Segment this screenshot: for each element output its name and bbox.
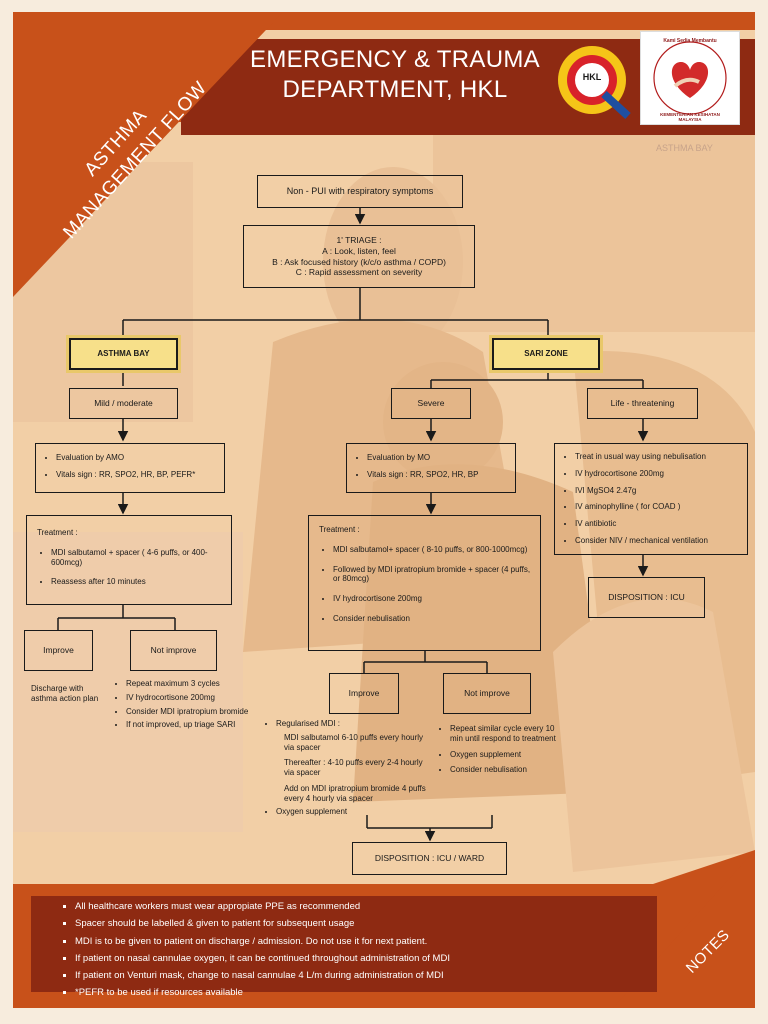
- list-item: Add on MDI ipratropium bromide 4 puffs e…: [284, 783, 426, 803]
- triage-title: 1' TRIAGE :: [336, 235, 382, 246]
- list-item: Treat in usual way using nebulisation: [575, 452, 741, 462]
- evaluation-mo-list: Evaluation by MO Vitals sign : RR, SPO2,…: [353, 453, 509, 480]
- treatment-severe-title: Treatment :: [319, 525, 360, 534]
- kkm-logo-top-text: Kami Sedia Membantu: [663, 38, 717, 44]
- list-item: If patient on nasal cannulae oxygen, it …: [75, 951, 663, 966]
- evaluation-amo-list: Evaluation by AMO Vitals sign : RR, SPO2…: [42, 453, 218, 480]
- list-item: Evaluation by AMO: [56, 453, 218, 463]
- list-item: Repeat similar cycle every 10 min until …: [450, 724, 564, 744]
- list-item: MDI is to be given to patient on dischar…: [75, 934, 663, 949]
- list-item: IV hydrocortisone 200mg: [333, 594, 532, 604]
- treatment-severe-list: MDI salbutamol+ spacer ( 8-10 puffs, or …: [319, 545, 532, 624]
- list-item: *PEFR to be used if resources available: [75, 985, 663, 1000]
- list-item: Consider nebulisation: [450, 765, 564, 775]
- severe-not-improve-box: Not improve: [443, 673, 531, 714]
- disposition-icu-box: DISPOSITION : ICU: [588, 577, 705, 618]
- disposition-icu-ward-box: DISPOSITION : ICU / WARD: [352, 842, 507, 875]
- discharge-text: Discharge with asthma action plan: [31, 684, 99, 703]
- list-item: MDI salbutamol+ spacer ( 8-10 puffs, or …: [333, 545, 532, 555]
- regularised-sub-items: MDI salbutamol 6-10 puffs every hourly v…: [276, 729, 432, 804]
- hkl-logo-text: HKL: [582, 72, 602, 82]
- background-sign: ASTHMA BAY: [656, 143, 713, 153]
- start-box: Non - PUI with respiratory symptoms: [257, 175, 463, 208]
- list-item: Repeat maximum 3 cycles: [126, 679, 272, 689]
- list-item: Oxygen supplement: [276, 807, 432, 817]
- triage-b: B : Ask focused history (k/c/o asthma / …: [272, 256, 446, 267]
- mild-moderate-box: Mild / moderate: [69, 388, 178, 419]
- header-title-line2: DEPARTMENT, HKL: [282, 76, 508, 103]
- triage-a: A : Look, listen, feel: [322, 245, 396, 256]
- header-title: EMERGENCY & TRAUMA DEPARTMENT, HKL: [195, 45, 595, 105]
- mild-not-improve-box: Not improve: [130, 630, 217, 671]
- list-item: IV antibiotic: [575, 519, 741, 529]
- kkm-logo: Kami Sedia Membantu KEMENTERIAN KESIHATA…: [640, 31, 740, 125]
- notes-list-container: All healthcare workers must wear appropi…: [63, 899, 663, 1003]
- list-item: Thereafter : 4-10 puffs every 2-4 hourly…: [284, 758, 423, 777]
- kkm-logo-bottom-text: KEMENTERIAN KESIHATAN MALAYSIA: [660, 112, 720, 122]
- list-item: IVI MgSO4 2.47g: [575, 486, 741, 496]
- sari-zone-box: SARI ZONE: [492, 338, 600, 370]
- regularised-mdi-section: Regularised MDI : MDI salbutamol 6-10 pu…: [262, 719, 432, 824]
- mild-not-improve-actions: Repeat maximum 3 cycles IV hydrocortison…: [112, 679, 272, 737]
- list-item: IV hydrocortisone 200mg: [575, 469, 741, 479]
- list-item: IV hydrocortisone 200mg: [126, 693, 272, 703]
- severe-box: Severe: [391, 388, 471, 419]
- list-item: Consider MDI ipratropium bromide: [126, 707, 272, 717]
- notes-banner: [13, 850, 755, 1008]
- list-item: All healthcare workers must wear appropi…: [75, 899, 663, 914]
- list-item: Reassess after 10 minutes: [51, 577, 223, 587]
- mild-not-improve-list: Repeat maximum 3 cycles IV hydrocortison…: [112, 679, 272, 730]
- list-item: Evaluation by MO: [367, 453, 509, 463]
- list-item: MDI salbutamol + spacer ( 4-6 puffs, or …: [51, 548, 223, 568]
- list-item: IV aminophylline ( for COAD ): [575, 502, 741, 512]
- notes-list: All healthcare workers must wear appropi…: [63, 899, 663, 1001]
- list-item: Followed by MDI ipratropium bromide + sp…: [333, 565, 532, 585]
- mild-improve-box: Improve: [24, 630, 93, 671]
- regularised-list: Regularised MDI : MDI salbutamol 6-10 pu…: [262, 719, 432, 817]
- list-item: MDI salbutamol 6-10 puffs every hourly v…: [284, 732, 424, 752]
- header-title-line1: EMERGENCY & TRAUMA: [250, 46, 540, 73]
- life-threatening-list: Treat in usual way using nebulisation IV…: [561, 452, 741, 546]
- treatment-severe-box: Treatment : MDI salbutamol+ spacer ( 8-1…: [308, 515, 541, 651]
- triage-box: 1' TRIAGE : A : Look, listen, feel B : A…: [243, 225, 475, 288]
- hkl-logo: HKL: [554, 42, 634, 120]
- treatment-mild-box: Treatment : MDI salbutamol + spacer ( 4-…: [26, 515, 232, 605]
- list-item: Oxygen supplement: [450, 750, 564, 760]
- triage-c: C : Rapid assessment on severity: [295, 267, 423, 278]
- severe-improve-box: Improve: [329, 673, 399, 714]
- list-item: If patient on Venturi mask, change to na…: [75, 968, 663, 983]
- life-threatening-treatment-box: Treat in usual way using nebulisation IV…: [554, 443, 748, 555]
- list-item: If not improved, up triage SARI: [126, 720, 272, 730]
- list-item: Consider NIV / mechanical ventilation: [575, 536, 741, 546]
- severe-not-improve-actions: Repeat similar cycle every 10 min until …: [436, 724, 564, 782]
- evaluation-mo-box: Evaluation by MO Vitals sign : RR, SPO2,…: [346, 443, 516, 493]
- header-banner: [13, 12, 755, 297]
- asthma-bay-box: ASTHMA BAY: [69, 338, 178, 370]
- list-item: Vitals sign : RR, SPO2, HR, BP: [367, 470, 509, 480]
- list-item: Vitals sign : RR, SPO2, HR, BP, PEFR*: [56, 470, 218, 480]
- life-threatening-box: Life - threatening: [587, 388, 698, 419]
- list-item: Regularised MDI : MDI salbutamol 6-10 pu…: [276, 719, 432, 803]
- regularised-title: Regularised MDI :: [276, 719, 341, 728]
- treatment-mild-list: MDI salbutamol + spacer ( 4-6 puffs, or …: [37, 548, 223, 587]
- treatment-mild-title: Treatment :: [37, 528, 78, 537]
- severe-not-improve-list: Repeat similar cycle every 10 min until …: [436, 724, 564, 775]
- list-item: Spacer should be labelled & given to pat…: [75, 916, 663, 931]
- evaluation-amo-box: Evaluation by AMO Vitals sign : RR, SPO2…: [35, 443, 225, 493]
- list-item: Consider nebulisation: [333, 614, 532, 624]
